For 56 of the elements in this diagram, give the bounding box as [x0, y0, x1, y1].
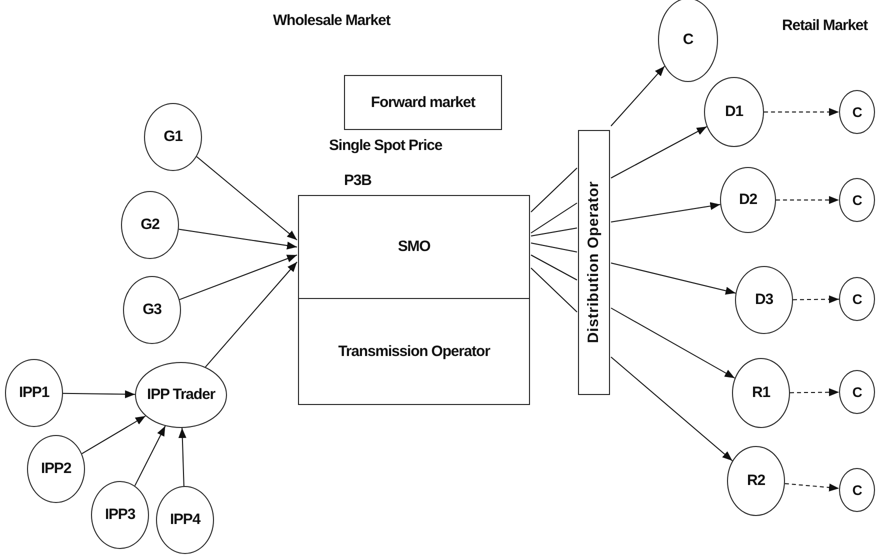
- arrow: [790, 388, 840, 396]
- arrow: [610, 126, 708, 178]
- node-label: Distribution Operator: [584, 181, 604, 344]
- arrow: [610, 262, 736, 295]
- node-label: Forward market: [370, 92, 476, 112]
- node-label: C: [852, 290, 862, 308]
- node-ellipse: [839, 370, 875, 414]
- node-label: C: [682, 30, 694, 50]
- node-label: C: [852, 102, 862, 122]
- node-ellipse: [658, 0, 718, 82]
- arrow: [610, 308, 736, 379]
- arrow: [134, 426, 166, 486]
- node-label: C: [852, 382, 862, 402]
- arrow: [776, 196, 840, 204]
- node-label: G1: [164, 127, 182, 147]
- process-box: [344, 75, 502, 130]
- arrow: [792, 295, 840, 304]
- arrow: [178, 228, 298, 250]
- arrow: [62, 390, 136, 398]
- node-label: G3: [142, 300, 162, 320]
- node-label: IPP4: [170, 510, 200, 530]
- node-label: Transmission Operator: [338, 342, 490, 362]
- heading-label: Wholesale Market: [273, 12, 390, 29]
- node-ellipse: [839, 277, 875, 321]
- arrow: [764, 108, 840, 116]
- heading-label: Retail Market: [782, 17, 868, 34]
- node-label: D3: [755, 290, 773, 310]
- arrow: [784, 483, 840, 492]
- node-ellipse: [839, 90, 875, 134]
- node-label: D1: [725, 102, 743, 122]
- process-box: [298, 195, 530, 299]
- node-label: C: [852, 190, 862, 210]
- arrow: [610, 66, 666, 126]
- arrow: [610, 356, 733, 462]
- heading-label: P3B: [344, 172, 372, 189]
- arrow: [178, 428, 186, 487]
- arrow: [610, 202, 721, 222]
- node-label: G2: [140, 215, 160, 235]
- node-label: R1: [752, 383, 770, 403]
- arrow: [204, 262, 298, 368]
- node-label: IPP2: [40, 459, 72, 479]
- node-label: IPP1: [18, 383, 50, 403]
- node-ellipse: [839, 468, 875, 512]
- node-label: IPP Trader: [147, 385, 215, 405]
- node-label: IPP3: [104, 505, 136, 525]
- heading-label: Single Spot Price: [329, 137, 442, 154]
- node-label: D2: [739, 190, 757, 210]
- arrow: [196, 156, 298, 240]
- operator-bar: [578, 130, 610, 395]
- node-ellipse: [839, 178, 875, 222]
- node-label: SMO: [398, 237, 430, 257]
- arrow: [81, 416, 146, 454]
- arrow: [179, 254, 298, 300]
- node-label: C: [852, 480, 862, 500]
- node-label: R2: [747, 471, 765, 491]
- process-box: [298, 298, 530, 405]
